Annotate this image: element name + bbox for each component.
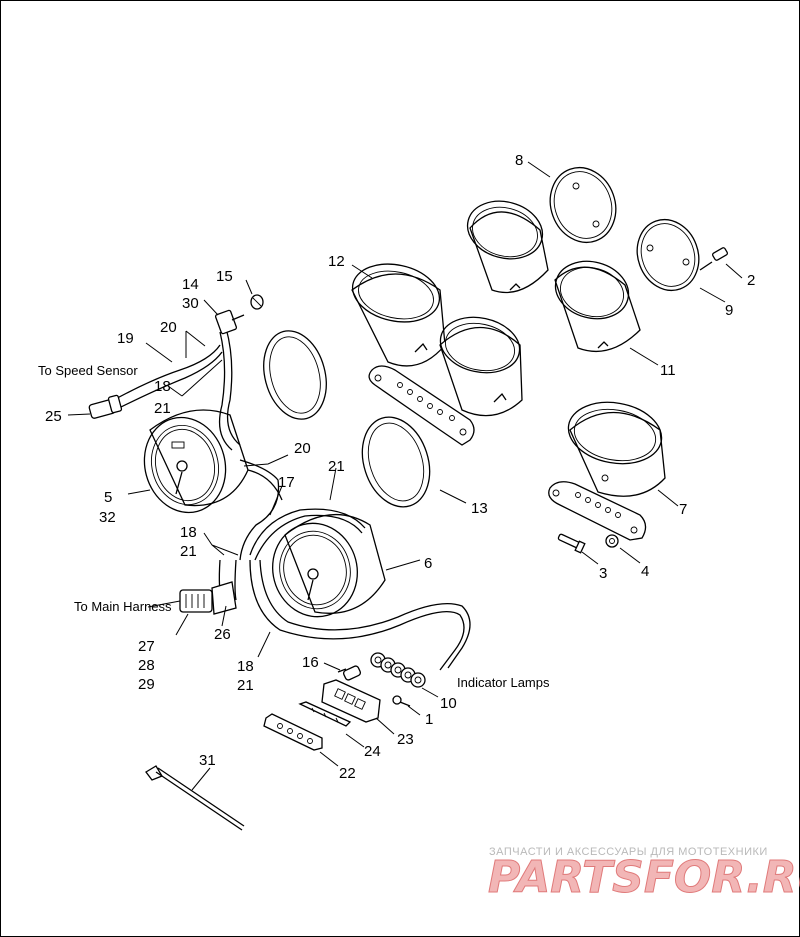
part-6-gauge	[271, 513, 386, 618]
callout-17: 17	[278, 474, 295, 491]
bezel-upper	[466, 200, 549, 294]
leader-lines	[67, 161, 743, 791]
callout-21b: 21	[180, 543, 197, 560]
part-22-lens-strip	[263, 713, 323, 751]
callout-32: 32	[99, 509, 116, 526]
note-indicator-lamps: Indicator Lamps	[457, 675, 550, 690]
callout-14: 14	[182, 276, 199, 293]
part-3-screw	[557, 533, 586, 554]
part-1-screw	[392, 695, 411, 707]
callout-30: 30	[182, 295, 199, 312]
callout-29: 29	[138, 676, 155, 693]
callout-26: 26	[214, 626, 231, 643]
callout-22: 22	[339, 765, 356, 782]
callout-labels: 1 2 3 4 5 6 7 8 9 10 11 12 13 14 15 16 1…	[45, 152, 755, 782]
note-to-main-harness: To Main Harness	[74, 599, 172, 614]
part-15-plug	[250, 294, 264, 310]
part-14-connector	[214, 309, 245, 335]
part-31-cable-tie	[145, 765, 245, 831]
callout-31: 31	[199, 752, 216, 769]
watermark-brand: PARTSFOR.RU	[488, 852, 800, 903]
part-9-gasket	[636, 218, 700, 292]
callout-5: 5	[104, 489, 112, 506]
notes: To Speed Sensor To Main Harness Indicato…	[38, 363, 550, 690]
callout-25: 25	[45, 408, 62, 425]
callout-27: 27	[138, 638, 155, 655]
part-23-lens-housing	[321, 679, 381, 723]
callout-6: 6	[424, 555, 432, 572]
part-11-bezel	[554, 260, 641, 352]
watermark-tagline: ЗАПЧАСТИ И АКСЕССУАРЫ ДЛЯ МОТОТЕХНИКИ	[489, 846, 768, 858]
part-4-washer	[605, 534, 619, 548]
callout-16: 16	[302, 654, 319, 671]
part-13-trim-ring	[361, 416, 431, 508]
callout-12: 12	[328, 253, 345, 270]
callout-13: 13	[471, 500, 488, 517]
callout-8: 8	[515, 152, 523, 169]
part-7-cup-bracket	[548, 401, 666, 541]
callout-11: 11	[660, 362, 676, 379]
callout-2: 2	[747, 272, 755, 289]
callout-18c: 18	[237, 658, 254, 675]
callout-20b: 20	[294, 440, 311, 457]
bezel-middle	[439, 316, 523, 417]
callout-9: 9	[725, 302, 733, 319]
callout-10: 10	[440, 695, 457, 712]
part-25-connector	[88, 394, 123, 419]
part-2-screw	[699, 247, 728, 271]
callout-1: 1	[425, 711, 433, 728]
callout-7: 7	[679, 501, 687, 518]
callout-24: 24	[364, 743, 381, 760]
callout-18b: 18	[180, 524, 197, 541]
trim-ring-upper	[263, 330, 327, 420]
part-16-bulb	[337, 665, 362, 681]
wiring-harness	[109, 327, 471, 671]
part-8-gasket	[549, 167, 617, 243]
callout-18a: 18	[154, 378, 171, 395]
callout-15: 15	[216, 268, 233, 285]
note-to-speed-sensor: To Speed Sensor	[38, 363, 138, 378]
callout-20a: 20	[160, 319, 177, 336]
callout-21d: 21	[328, 458, 345, 475]
callout-3: 3	[599, 565, 607, 582]
part-24-lens-strip	[298, 701, 352, 727]
callout-21a: 21	[154, 400, 171, 417]
watermark: ЗАПЧАСТИ И АКСЕССУАРЫ ДЛЯ МОТОТЕХНИКИ PA…	[488, 846, 800, 904]
callout-23: 23	[397, 731, 414, 748]
part-10-lamp-sockets	[370, 652, 426, 688]
callout-28: 28	[138, 657, 155, 674]
part-5-gauge	[143, 409, 249, 514]
callout-21c: 21	[237, 677, 254, 694]
part-12-cup-bracket	[351, 263, 475, 446]
callout-4: 4	[641, 563, 649, 580]
callout-19: 19	[117, 330, 134, 347]
